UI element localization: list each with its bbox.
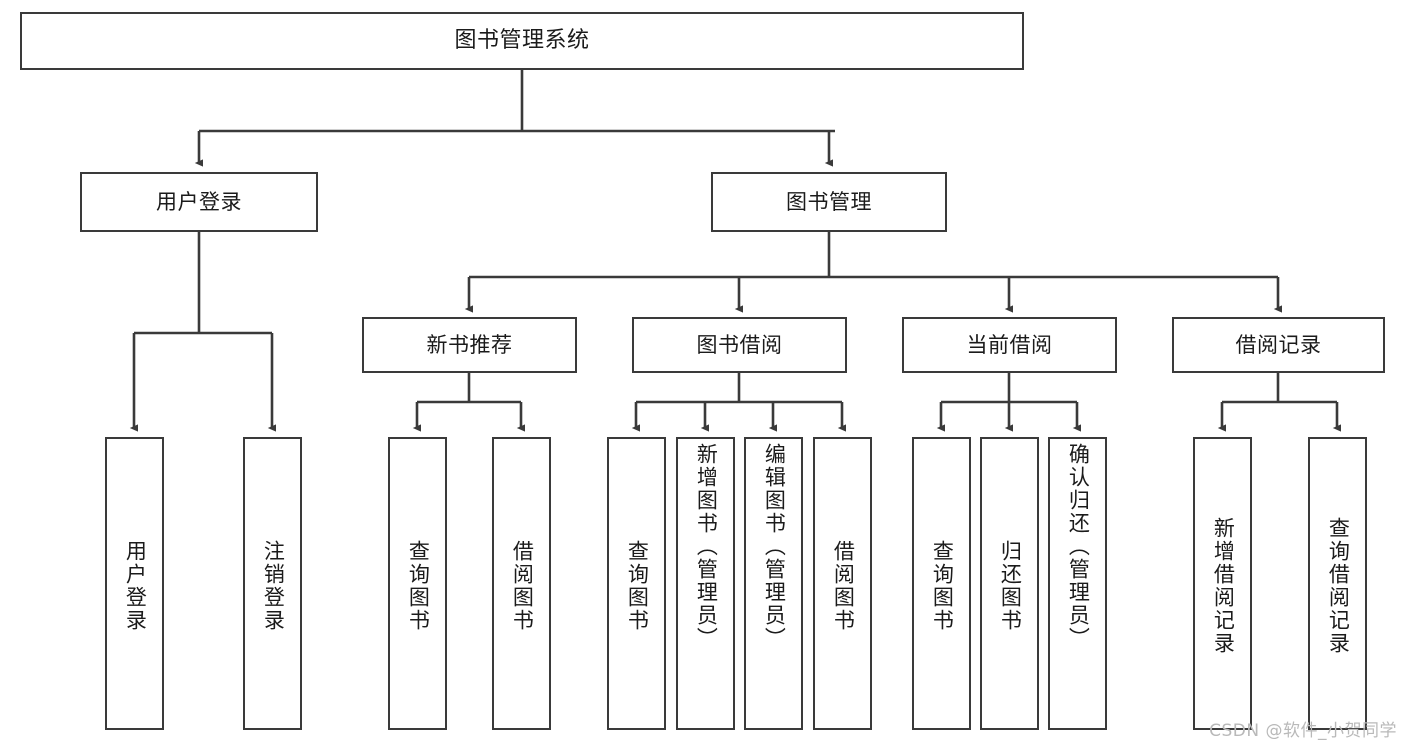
node-label: 查询借阅记录 xyxy=(1326,516,1351,655)
csdn-watermark: CSDN @软件_小贺同学 xyxy=(1209,721,1397,741)
node-borrow-record[interactable]: 借阅记录 xyxy=(1172,317,1385,373)
node-user-login[interactable]: 用户登录 xyxy=(80,172,318,232)
node-leaf-query-book-1[interactable]: 查询图书 xyxy=(388,437,447,730)
node-label: 用户登录 xyxy=(123,539,148,632)
node-label: 新增借阅记录 xyxy=(1211,516,1236,655)
node-label: 查询图书 xyxy=(930,539,955,632)
node-leaf-logout-login[interactable]: 注销登录 xyxy=(243,437,302,730)
node-label: 查询图书 xyxy=(406,539,431,632)
node-label: 编辑图书（管理员） xyxy=(762,443,787,650)
node-label: 图书管理系统 xyxy=(454,28,590,54)
node-leaf-edit-book-admin[interactable]: 编辑图书（管理员） xyxy=(744,437,803,730)
node-label: 用户登录 xyxy=(156,189,242,214)
node-label: 确认归还（管理员） xyxy=(1066,443,1091,650)
node-label: 新增图书（管理员） xyxy=(694,443,719,650)
node-leaf-query-borrow-record[interactable]: 查询借阅记录 xyxy=(1308,437,1367,730)
node-label: 注销登录 xyxy=(261,539,286,632)
node-label: 当前借阅 xyxy=(966,332,1053,357)
node-label: 图书管理 xyxy=(786,189,872,214)
node-label: 归还图书 xyxy=(998,539,1023,632)
node-label: 借阅记录 xyxy=(1235,332,1322,357)
node-label: 查询图书 xyxy=(625,539,650,632)
node-leaf-borrow-book-1[interactable]: 借阅图书 xyxy=(492,437,551,730)
node-label: 新书推荐 xyxy=(426,332,513,357)
node-leaf-confirm-return-admin[interactable]: 确认归还（管理员） xyxy=(1048,437,1107,730)
node-label: 借阅图书 xyxy=(510,539,535,632)
node-leaf-query-book-2[interactable]: 查询图书 xyxy=(607,437,666,730)
node-leaf-return-book[interactable]: 归还图书 xyxy=(980,437,1039,730)
node-leaf-add-book-admin[interactable]: 新增图书（管理员） xyxy=(676,437,735,730)
node-book-borrow[interactable]: 图书借阅 xyxy=(632,317,847,373)
node-leaf-add-borrow-record[interactable]: 新增借阅记录 xyxy=(1193,437,1252,730)
node-label: 借阅图书 xyxy=(831,539,856,632)
node-book-management[interactable]: 图书管理 xyxy=(711,172,947,232)
node-label: 图书借阅 xyxy=(696,332,783,357)
node-leaf-borrow-book-2[interactable]: 借阅图书 xyxy=(813,437,872,730)
node-root-system[interactable]: 图书管理系统 xyxy=(20,12,1024,70)
node-leaf-query-book-3[interactable]: 查询图书 xyxy=(912,437,971,730)
node-new-book-recommend[interactable]: 新书推荐 xyxy=(362,317,577,373)
node-current-borrow[interactable]: 当前借阅 xyxy=(902,317,1117,373)
node-leaf-user-login[interactable]: 用户登录 xyxy=(105,437,164,730)
